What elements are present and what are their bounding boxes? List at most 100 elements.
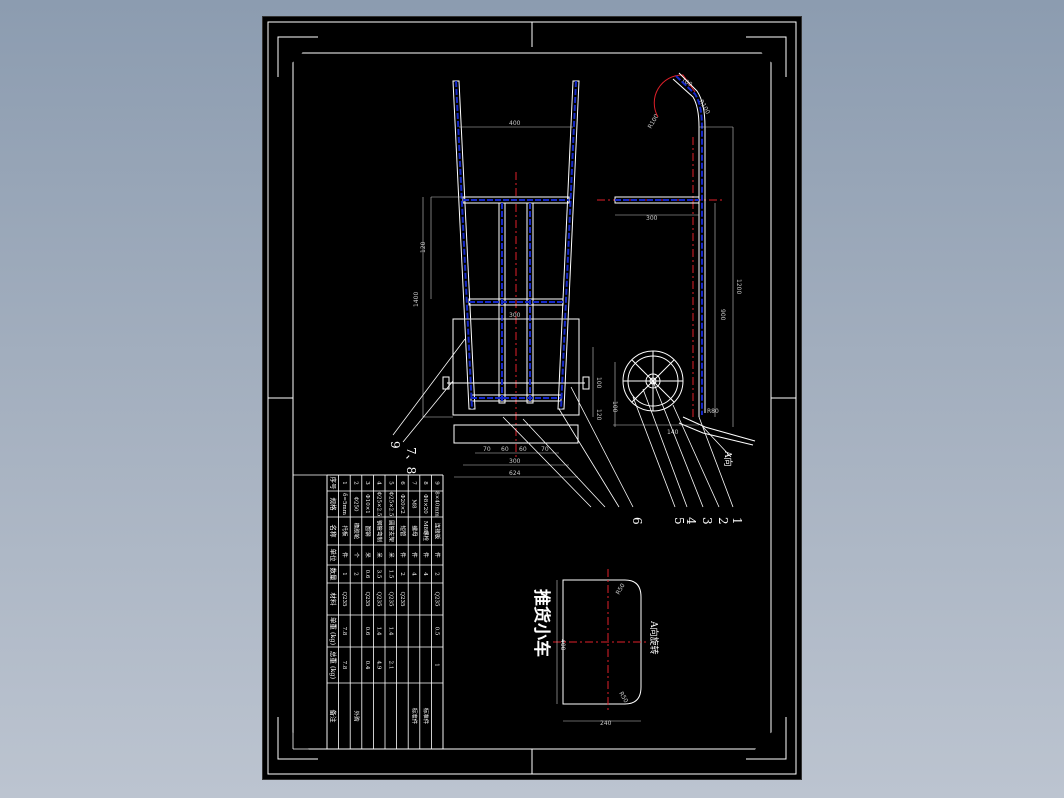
parts-header-cell: 总重 (kg) [329,651,338,680]
parts-cell: 1.4 [376,627,382,636]
dim-side-mid: 900 [719,309,726,321]
parts-cell: Q235 [364,591,370,607]
parts-cell: 托板 [341,525,349,537]
parts-cell: 米 [387,552,395,558]
parts-cell: Q235 [434,591,440,607]
callout-7: 7、8 [404,447,418,474]
dim-plate-r2: R50 [617,691,629,705]
dim-gap-1: 60 [501,446,509,453]
callout-5: 5 [672,517,686,525]
parts-cell: 件 [411,552,419,558]
front-view [392,80,634,508]
dim-side-angle: R80 [707,408,719,415]
callout-1: 1 [730,517,744,525]
parts-header-cell: 数量 [329,568,338,582]
parts-cell: 件 [422,552,430,558]
dim-plate-r1: R50 [615,582,627,596]
dim-side-bottom: 140 [667,429,679,436]
dim-mid-width: 300 [509,312,521,319]
parts-cell: Φ25×2.5 [387,492,393,517]
parts-cell: 圆管支架 [387,520,395,543]
dim-small-1: 100 [595,377,602,389]
callout-4: 4 [684,517,698,525]
parts-cell: 件 [434,552,442,558]
parts-header-cell: 单位 [329,549,338,563]
parts-cell: Φ8×20 [422,494,428,514]
parts-cell: Φ20×2 [399,494,405,514]
callout-2: 2 [716,517,730,525]
dim-side-offset-2: 70 [541,446,549,453]
dim-wheel-width: 300 [509,458,521,465]
parts-cell: 连接板 [434,523,442,540]
parts-cell: 8×40mm [434,491,440,517]
callout-8: 9 [388,441,402,449]
parts-cell: 个 [353,552,360,558]
dim-side-total: 1200 [735,279,742,294]
parts-cell: 0.6 [364,570,370,579]
parts-cell: 件 [341,552,349,558]
parts-cell: 4 [411,572,417,576]
parts-cell: 0.5 [434,627,440,636]
parts-header-cell: 材料 [329,593,338,607]
parts-cell: 橡胶轮 [353,523,361,540]
parts-cell: 2 [434,572,440,576]
parts-cell: 2 [353,481,359,485]
parts-header-cell: 单重 (kg) [329,617,338,646]
parts-cell: 9 [434,481,440,485]
parts-cell: 7 [411,481,417,485]
drawing-sheet: 400 120 1400 300 70 60 60 70 300 624 100… [262,16,802,780]
parts-cell: 2 [399,572,405,576]
a-view-plate [553,569,648,722]
parts-header-cell: 备注 [329,710,338,724]
dim-side-small: 100 [611,401,618,413]
parts-cell: 1.4 [387,627,393,636]
callout-6: 6 [630,517,644,525]
parts-cell: Q235 [376,591,382,607]
parts-cell: 8 [422,481,428,485]
parts-cell: 2 [353,572,359,576]
parts-cell: M8螺栓 [422,521,430,542]
parts-cell: Q235 [399,591,405,607]
parts-cell: Φ250 [353,496,359,512]
parts-cell: 3 [364,481,370,485]
dim-frame-height: 1400 [413,292,420,307]
dim-top-width: 400 [509,120,521,127]
parts-cell: Φ10×1 [364,494,370,514]
parts-cell: 圆钢 [364,525,372,537]
parts-header-cell: 序号 [329,477,338,491]
dim-plate-width: 240 [600,720,612,727]
parts-cell: 5 [387,481,393,485]
parts-cell: Φ25×2.5 [376,492,382,517]
callout-3: 3 [700,517,714,525]
parts-cell: 米 [376,552,384,558]
parts-cell: δ=5mm [341,493,347,516]
side-view [597,72,756,508]
dim-gap-2: 60 [519,446,527,453]
corner-marks [268,22,796,774]
parts-header-cell: 名称 [329,525,338,539]
parts-cell: 0.6 [364,627,370,636]
parts-cell: 螺母 [411,525,419,537]
dim-small-2: 120 [595,409,602,421]
drawing-title: 推货小车 [531,589,551,657]
parts-cell: 0.4 [364,661,370,670]
parts-cell: 件 [399,552,407,558]
rotated-view-label: A向旋转 [648,620,660,655]
parts-cell: 1 [341,481,347,485]
parts-cell: 7.8 [341,627,347,636]
dim-handle-len: 100 [680,77,694,89]
parts-cell: 标准件 [422,708,430,725]
view-label: A向 [722,450,734,467]
parts-cell: 7.8 [341,661,347,670]
parts-cell: 钢管弯制 [376,520,384,543]
dim-side-offset-1: 70 [483,446,491,453]
parts-cell: 3.5 [376,570,382,579]
dim-side-handle: 300 [646,215,658,222]
parts-cell: 4.9 [376,661,382,670]
parts-cell: M8 [411,499,417,509]
parts-cell: 4 [422,572,428,576]
parts-header-cell: 规格 [329,498,338,512]
dim-base-outer: 624 [509,470,521,477]
cart-drawing: 400 120 1400 300 70 60 60 70 300 624 100… [267,21,797,775]
